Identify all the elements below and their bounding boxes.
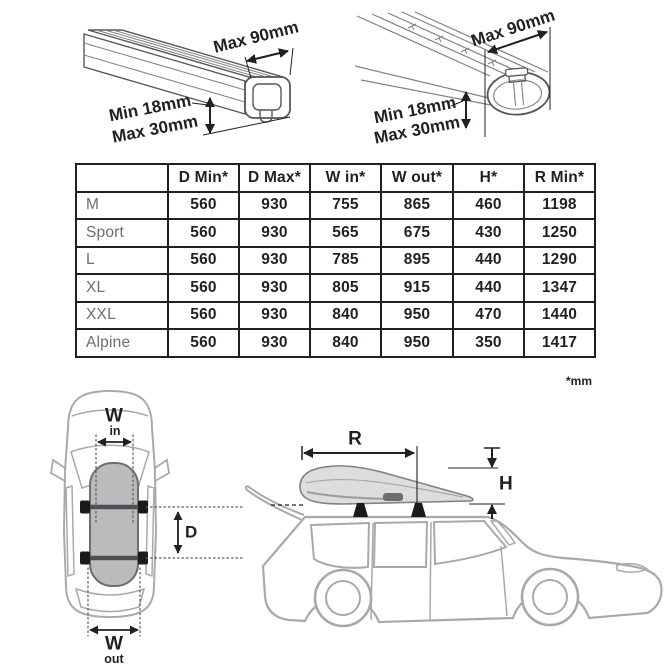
box-length-label: R <box>348 429 362 450</box>
table-row: M 560 930 755 865 460 1198 <box>75 190 596 220</box>
aero-profile <box>486 67 551 116</box>
column-header: W out* <box>380 163 454 193</box>
column-header: D Min* <box>167 163 240 193</box>
value-cell: 930 <box>238 245 311 275</box>
value-cell: 440 <box>452 245 525 275</box>
bar-foot <box>353 503 368 517</box>
value-cell: 470 <box>452 300 525 330</box>
front-wheel <box>520 567 580 627</box>
bar-foot <box>80 551 90 565</box>
right-mirror <box>154 458 170 483</box>
unit-note: *mm <box>565 374 592 388</box>
value-cell: 440 <box>452 273 525 303</box>
rear-window <box>74 587 146 613</box>
table-row: XXL 560 930 840 950 470 1440 <box>75 300 596 330</box>
w-in-label: W <box>105 406 123 427</box>
rivet-marks <box>407 23 497 67</box>
value-cell: 930 <box>238 328 311 358</box>
value-cell: 565 <box>309 218 382 248</box>
value-cell: 560 <box>167 245 240 275</box>
value-cell: 430 <box>452 218 525 248</box>
row-label: XXL <box>75 300 169 330</box>
value-cell: 560 <box>167 328 240 358</box>
value-cell: 560 <box>167 190 240 220</box>
top-view-dimensions: W in W out D <box>87 406 245 666</box>
column-header: R Min* <box>523 163 596 193</box>
car-side-view-diagram: R H <box>244 429 663 628</box>
aero-bar-diagram: Max 90mm Min 18mm Max 30mm <box>355 6 557 148</box>
bar-foot <box>138 551 148 565</box>
value-cell: 865 <box>380 190 454 220</box>
car-top-view-diagram: W in W out D <box>50 389 245 666</box>
row-label: M <box>75 190 169 220</box>
header-row: D Min* D Max* W in* W out* H* R Min* <box>75 163 596 193</box>
bar-foot <box>80 500 90 514</box>
side-view-dimensions: R H <box>271 429 513 519</box>
column-header: H* <box>452 163 525 193</box>
value-cell: 1347 <box>523 273 596 303</box>
value-cell: 950 <box>380 300 454 330</box>
max-width-arrow <box>246 48 289 64</box>
bar-distance-label: D <box>185 523 197 542</box>
table-row: L 560 930 785 895 440 1290 <box>75 245 596 275</box>
bar-foot <box>138 500 148 514</box>
column-header: D Max* <box>238 163 311 193</box>
value-cell: 675 <box>380 218 454 248</box>
row-label: Alpine <box>75 328 169 358</box>
rear-wheel <box>313 568 373 628</box>
table-row: Sport 560 930 565 675 430 1250 <box>75 218 596 248</box>
value-cell: 915 <box>380 273 454 303</box>
row-label: Sport <box>75 218 169 248</box>
value-cell: 895 <box>380 245 454 275</box>
value-cell: 560 <box>167 218 240 248</box>
value-cell: 785 <box>309 245 382 275</box>
value-cell: 930 <box>238 273 311 303</box>
value-cell: 930 <box>238 218 311 248</box>
box-height-label: H <box>499 474 513 495</box>
roof-box-side-view <box>299 465 474 517</box>
value-cell: 1290 <box>523 245 596 275</box>
value-cell: 805 <box>309 273 382 303</box>
w-out-label: W <box>105 634 123 655</box>
value-cell: 840 <box>309 300 382 330</box>
value-cell: 560 <box>167 300 240 330</box>
value-cell: 1417 <box>523 328 596 358</box>
value-cell: 1198 <box>523 190 596 220</box>
row-label: XL <box>75 273 169 303</box>
value-cell: 840 <box>309 328 382 358</box>
square-bar-art <box>83 29 291 123</box>
table-row: XL 560 930 805 915 440 1347 <box>75 273 596 303</box>
value-cell: 950 <box>380 328 454 358</box>
value-cell: 930 <box>238 190 311 220</box>
max-width-arrow <box>487 30 548 54</box>
windows <box>309 519 517 569</box>
value-cell: 1440 <box>523 300 596 330</box>
value-cell: 1250 <box>523 218 596 248</box>
open-tailgate <box>244 485 305 521</box>
headlight <box>616 562 649 573</box>
value-cell: 560 <box>167 273 240 303</box>
value-cell: 460 <box>452 190 525 220</box>
car-side-outline <box>244 485 663 628</box>
w-in-sub-label: in <box>109 424 120 438</box>
w-out-sub-label: out <box>104 652 124 666</box>
value-cell: 350 <box>452 328 525 358</box>
row-label: L <box>75 245 169 275</box>
left-mirror <box>50 458 66 483</box>
square-bar-diagram: Max 90mm Min 18mm Max 30mm <box>83 17 300 147</box>
corner-cell <box>75 163 169 193</box>
dimensions-table: D Min* D Max* W in* W out* H* R Min* M 5… <box>75 163 596 358</box>
crossbars <box>80 500 148 565</box>
value-cell: 755 <box>309 190 382 220</box>
roof-box-top-view <box>89 462 139 587</box>
bar-foot <box>411 503 426 517</box>
value-cell: 930 <box>238 300 311 330</box>
column-header: W in* <box>309 163 382 193</box>
table-row: Alpine 560 930 840 950 350 1417 <box>75 328 596 358</box>
aero-bar-art <box>355 11 551 116</box>
box-latch <box>383 493 403 501</box>
